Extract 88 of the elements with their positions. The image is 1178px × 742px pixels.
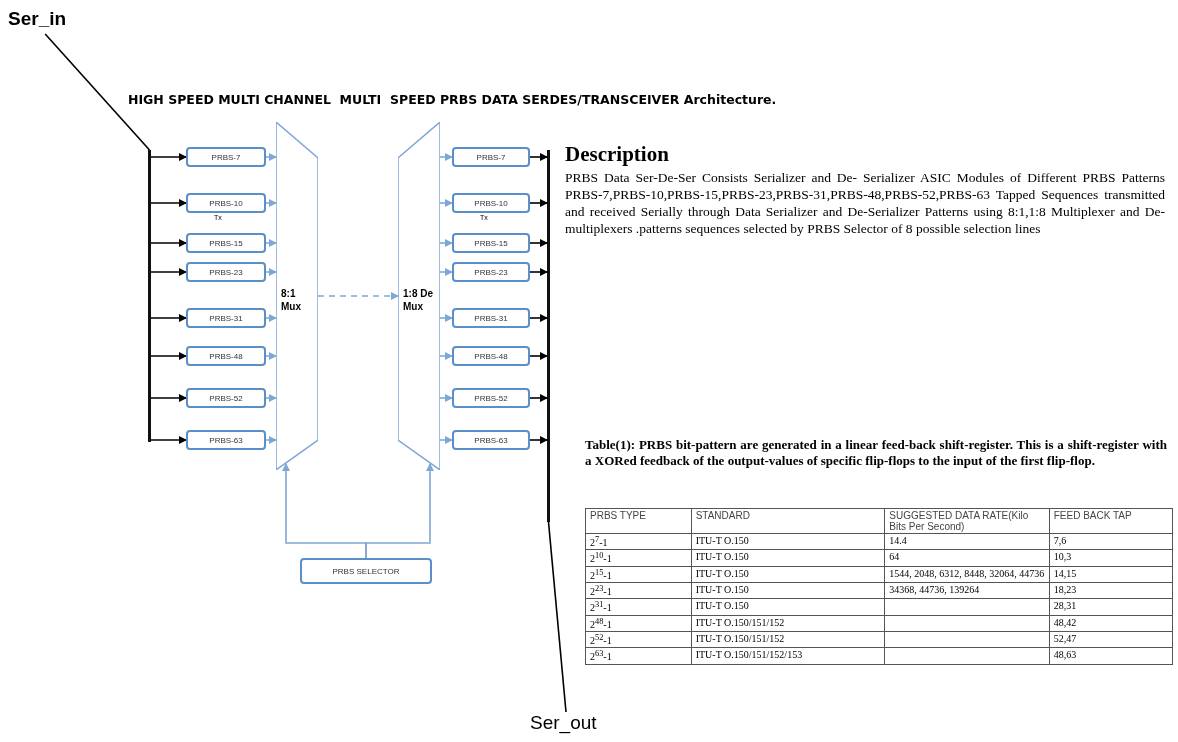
prbs-block: PRBS-10 xyxy=(452,193,530,213)
arrow xyxy=(150,239,187,247)
table-cell: 1544, 2048, 6312, 8448, 32064, 44736 xyxy=(884,566,1050,583)
arrow xyxy=(529,314,548,322)
diagram-title: HIGH SPEED MULTI CHANNEL MULTI SPEED PRBS DATA SERDES/TRANSCEIVER Architecture. xyxy=(128,92,777,107)
selector-block: PRBS SELECTOR xyxy=(300,558,432,584)
table-cell: SUGGESTED DATA RATE(Kilo Bits Per Second) xyxy=(884,508,1050,534)
leader-line xyxy=(547,521,567,713)
arrow xyxy=(529,436,548,444)
table-cell: ITU-T O.150 xyxy=(691,549,885,567)
prbs-block: PRBS-52 xyxy=(452,388,530,408)
table-cell: 2$^{48}$-1 xyxy=(585,615,692,632)
prbs-block: PRBS-63 xyxy=(452,430,530,450)
block-label: 8:1 Mux xyxy=(281,287,302,313)
arrow xyxy=(529,394,548,402)
arrow xyxy=(265,352,277,360)
table-cell: 18,23 xyxy=(1049,582,1173,599)
arrow xyxy=(265,314,277,322)
table-cell: 14,15 xyxy=(1049,566,1173,583)
bus-line xyxy=(547,150,550,522)
multiplexer-block xyxy=(276,122,318,470)
prbs-block: PRBS-31 xyxy=(452,308,530,328)
table-cell: ITU-T O.150/151/152/153 xyxy=(691,647,885,665)
prbs-block: PRBS-15 xyxy=(186,233,266,253)
table-caption: Table(1): PRBS bit-pattern are generated in a linear feed-back shift-register. This is a shift-register with a XORed feedback of the output-values of specific flip-flops to the input of the first flip-flop. xyxy=(585,437,1167,470)
signal-label: Ser_in xyxy=(8,8,70,34)
arrow xyxy=(529,352,548,360)
prbs-block: PRBS-10 xyxy=(186,193,266,213)
table-cell: 34368, 44736, 139264 xyxy=(884,582,1050,599)
prbs-block: PRBS-23 xyxy=(452,262,530,282)
bus-line xyxy=(148,150,151,442)
arrow xyxy=(150,314,187,322)
arrow xyxy=(265,239,277,247)
prbs-block: PRBS-15 xyxy=(452,233,530,253)
arrow xyxy=(150,436,187,444)
arrow xyxy=(365,463,434,559)
prbs-block: PRBS-7 xyxy=(186,147,266,167)
arrow xyxy=(265,153,277,161)
prbs-block: PRBS-7 xyxy=(452,147,530,167)
table-cell: 14.4 xyxy=(884,533,1050,550)
arrow xyxy=(529,153,548,161)
arrow xyxy=(150,352,187,360)
table-cell: 48,42 xyxy=(1049,615,1173,632)
table-cell: 7,6 xyxy=(1049,533,1173,550)
table-cell: 2$^{15}$-1 xyxy=(585,566,692,583)
table-cell: 2$^{23}$-1 xyxy=(585,582,692,599)
table-cell: FEED BACK TAP xyxy=(1049,508,1173,534)
arrow xyxy=(150,268,187,276)
table-cell: ITU-T O.150 xyxy=(691,533,885,550)
arrow xyxy=(150,394,187,402)
prbs-block: PRBS-63 xyxy=(186,430,266,450)
arrow xyxy=(150,199,187,207)
prbs-block: PRBS-31 xyxy=(186,308,266,328)
table-cell: PRBS TYPE xyxy=(585,508,692,534)
table-cell: ITU-T O.150 xyxy=(691,598,885,616)
arrow xyxy=(265,199,277,207)
table-cell: 28,31 xyxy=(1049,598,1173,616)
table-cell: ITU-T O.150 xyxy=(691,582,885,599)
arrow xyxy=(529,268,548,276)
table-cell: 2$^{52}$-1 xyxy=(585,631,692,648)
prbs-block: PRBS-23 xyxy=(186,262,266,282)
demultiplexer-block xyxy=(398,122,440,470)
table-cell: 2$^{7}$-1 xyxy=(585,533,692,550)
description-text: PRBS Data Ser-De-Ser Consists Serializer and De- Serializer ASIC Modules of Different PRBS Patterns PRBS-7,PRBS-10,PRBS-15,PRBS-23,PRBS-31,PRBS-48,PRBS-52,PRBS-63 Tapped Sequences transmitted and received Serially through Data Serializer and De-Serializer Patterns using 8:1,1:8 Multiplexer and De-multiplexers .patterns sequences selected by PRBS Selector of 8 possible selection lines xyxy=(565,170,1165,238)
arrow xyxy=(265,394,277,402)
table-cell: 48,63 xyxy=(1049,647,1173,665)
arrow xyxy=(150,153,187,161)
leader-line xyxy=(44,33,151,151)
table-cell: 2$^{10}$-1 xyxy=(585,549,692,567)
table-cell: ITU-T O.150/151/152 xyxy=(691,615,885,632)
table-cell: 2$^{63}$-1 xyxy=(585,647,692,665)
prbs-block: PRBS-48 xyxy=(452,346,530,366)
table-cell: ITU-T O.150/151/152 xyxy=(691,631,885,648)
block-label: 1:8 De Mux xyxy=(403,287,434,313)
section-heading: Description xyxy=(565,142,670,167)
table-cell: 52,47 xyxy=(1049,631,1173,648)
arrow xyxy=(265,436,277,444)
arrow xyxy=(529,239,548,247)
table-cell: 64 xyxy=(884,549,1050,567)
prbs-block: PRBS-48 xyxy=(186,346,266,366)
table-cell: 2$^{31}$-1 xyxy=(585,598,692,616)
table-cell: STANDARD xyxy=(691,508,885,534)
prbs-block: PRBS-52 xyxy=(186,388,266,408)
arrow xyxy=(265,268,277,276)
signal-label: Ser_out xyxy=(530,712,602,738)
table-cell: 10,3 xyxy=(1049,549,1173,567)
arrow xyxy=(529,199,548,207)
table-cell: ITU-T O.150 xyxy=(691,566,885,583)
